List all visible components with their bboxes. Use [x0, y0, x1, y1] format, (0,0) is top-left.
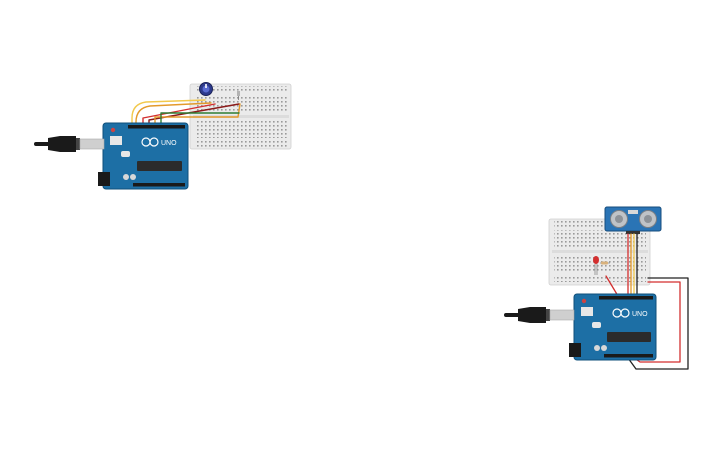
potentiometer-icon[interactable] — [199, 82, 213, 96]
led-icon[interactable] — [237, 91, 240, 100]
led-icon[interactable] — [593, 256, 599, 275]
usb-cable-icon[interactable] — [504, 307, 575, 323]
circuit-potentiometer[interactable]: UNO — [34, 82, 292, 190]
circuit-ultrasonic[interactable]: UNO — [504, 206, 689, 370]
power-jack — [98, 172, 110, 186]
breadboard[interactable] — [189, 83, 292, 150]
arduino-uno-board[interactable]: UNO — [573, 293, 657, 361]
board-label: UNO — [632, 311, 648, 318]
wires[interactable] — [605, 233, 689, 370]
arduino-uno-board[interactable]: UNO — [102, 122, 189, 190]
ultrasonic-sensor-icon[interactable] — [604, 206, 662, 234]
usb-cable-icon[interactable] — [34, 136, 105, 152]
power-jack — [569, 343, 581, 357]
breadboard[interactable] — [548, 218, 651, 286]
resistor-icon[interactable] — [600, 261, 610, 265]
board-label: UNO — [161, 140, 177, 147]
